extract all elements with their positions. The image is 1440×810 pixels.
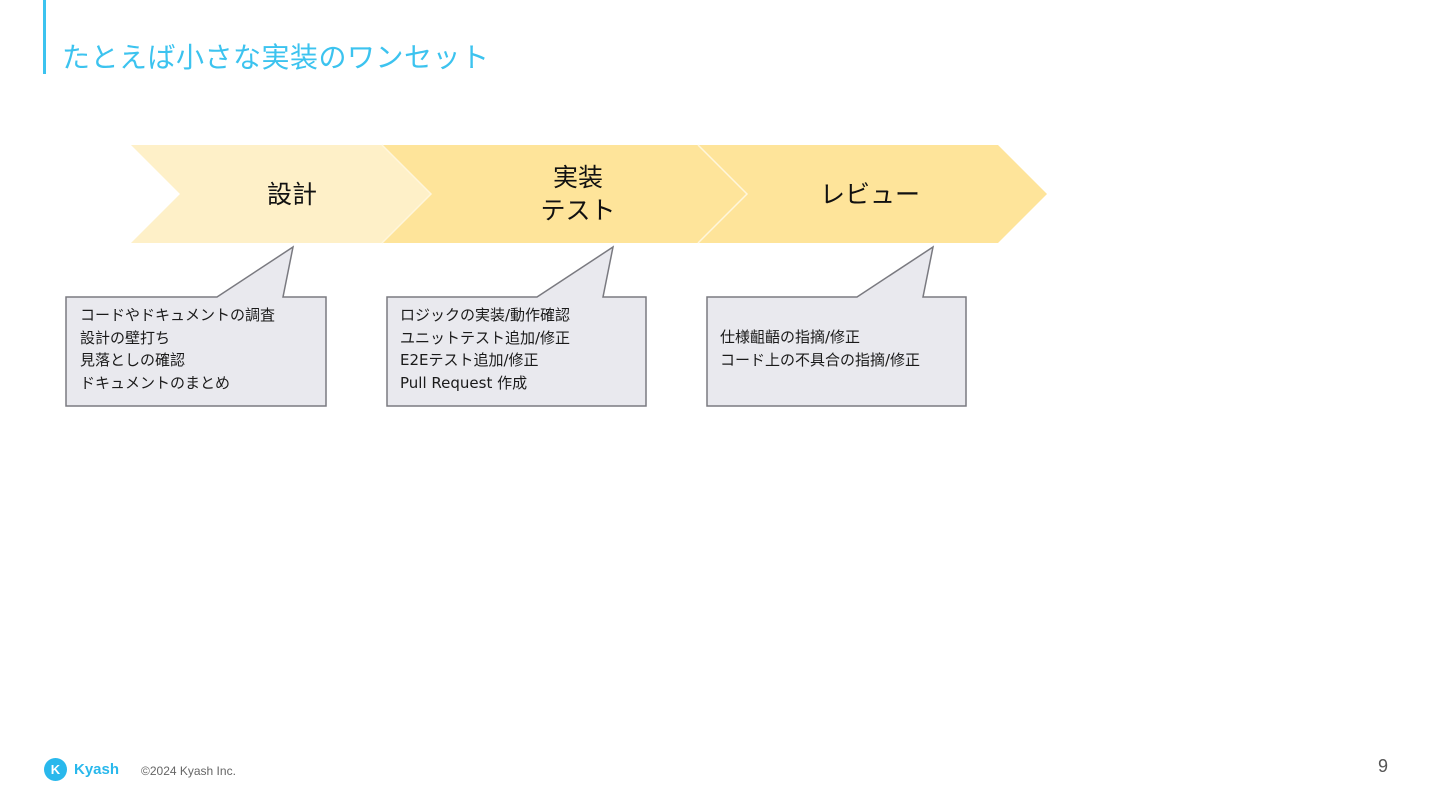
stage-arrow-implement bbox=[382, 145, 747, 243]
stage-label-design: 設計 bbox=[266, 180, 317, 209]
callout-text-review: 仕様齟齬の指摘/修正 コード上の不具合の指摘/修正 bbox=[720, 326, 920, 371]
callout-bubble-design bbox=[65, 245, 327, 407]
callout-line: ユニットテスト追加/修正 bbox=[400, 328, 571, 347]
stage-arrow-review bbox=[698, 145, 1047, 243]
stage-label-implement-test: 実装 テスト bbox=[540, 163, 616, 225]
callout-bubble-review bbox=[706, 245, 967, 407]
callout-bubble-implement bbox=[386, 245, 647, 407]
callout-line: ロジックの実装/動作確認 bbox=[400, 306, 571, 324]
callout-line: 仕様齟齬の指摘/修正 bbox=[720, 328, 861, 346]
stage-arrow-design bbox=[131, 145, 431, 243]
copyright-text: ©2024 Kyash Inc. bbox=[141, 764, 236, 778]
callout-line: Pull Request 作成 bbox=[400, 373, 528, 392]
stage-label-review: レビュー bbox=[819, 180, 920, 209]
kyash-logo-text: Kyash bbox=[74, 761, 120, 778]
callout-line: 設計の壁打ち bbox=[80, 328, 171, 347]
callout-line: 見落としの確認 bbox=[80, 351, 186, 369]
slide-title: たとえば小さな実装のワンセット bbox=[62, 41, 490, 74]
kyash-logo-icon: K bbox=[44, 758, 67, 781]
callout-text-design: コードやドキュメントの調査 設計の壁打ち 見落としの確認 ドキュメントのまとめ bbox=[80, 304, 275, 394]
callout-line: ドキュメントのまとめ bbox=[80, 373, 231, 392]
title-accent-bar bbox=[43, 0, 46, 74]
callout-line: E2Eテスト追加/修正 bbox=[400, 351, 539, 369]
callout-line: コード上の不具合の指摘/修正 bbox=[720, 350, 921, 369]
callout-text-implement: ロジックの実装/動作確認 ユニットテスト追加/修正 E2Eテスト追加/修正 Pu… bbox=[400, 304, 570, 394]
page-number: 9 bbox=[1378, 756, 1389, 776]
callout-line: コードやドキュメントの調査 bbox=[80, 306, 276, 324]
kyash-logo: K Kyash bbox=[44, 758, 119, 781]
